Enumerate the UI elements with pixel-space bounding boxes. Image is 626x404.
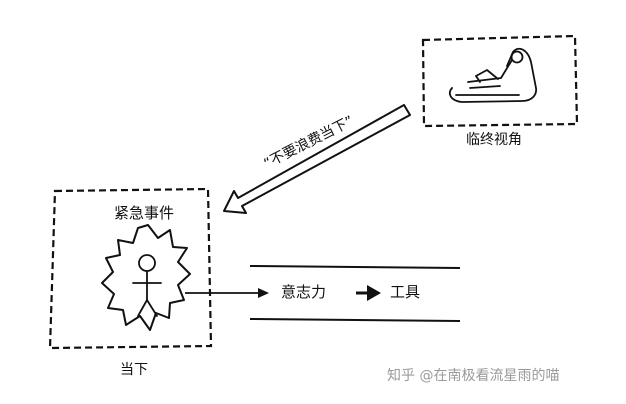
present-label: 当下: [120, 363, 148, 377]
willpower-label: 意志力: [281, 285, 326, 300]
burst-icon: [102, 225, 190, 330]
stick-figure-icon: [133, 255, 161, 316]
reclining-figure-icon: [450, 49, 536, 102]
willpower-arrow: [185, 288, 269, 298]
deathbed-view-box: [423, 36, 577, 126]
channel-bottom-line: [250, 319, 460, 321]
emergency-event-label: 紧急事件: [114, 206, 174, 221]
tool-arrow: [356, 285, 381, 301]
perspective-arrow: [224, 105, 410, 213]
channel-top-line: [250, 266, 460, 268]
watermark-text: 知乎 @在南极看流星雨的喵: [387, 369, 559, 383]
deathbed-view-label: 临终视角: [466, 133, 522, 147]
tool-label: 工具: [390, 285, 420, 300]
